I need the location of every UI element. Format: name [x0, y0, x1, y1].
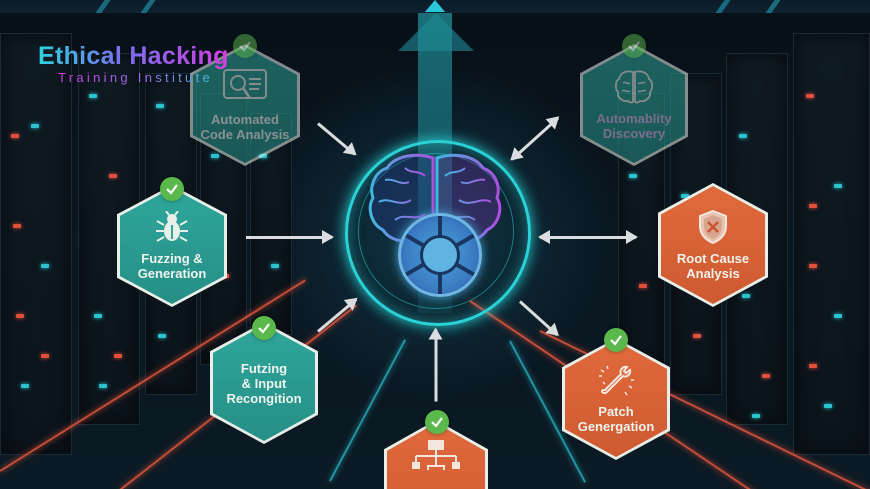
node-label: & Input [241, 375, 287, 391]
node-root-cause-analysis[interactable]: Root Cause Analysis [658, 183, 768, 307]
check-icon [233, 34, 257, 58]
node-futzing-input-recognition[interactable]: Futzing & Input Recongition [210, 322, 318, 444]
node-label: Fuzzing & [141, 251, 203, 266]
node-label: Analysis [686, 266, 740, 281]
node-label: Generation [137, 266, 207, 281]
check-icon [622, 34, 646, 58]
node-label: Discovery [602, 126, 666, 141]
code-search-icon [222, 69, 267, 99]
light-streak [715, 0, 731, 13]
hierarchy-icon [412, 440, 460, 470]
center-inner-ring [358, 153, 514, 309]
center-ring [345, 140, 531, 326]
light-streak [765, 0, 781, 13]
bug-icon [156, 211, 188, 242]
logo-subtitle: Training Institute [58, 70, 229, 86]
brand-logo: Ethical Hacking Training Institute [38, 42, 229, 86]
node-label: Genergation [577, 419, 655, 434]
node-patch-generation[interactable]: Patch Genergation [562, 338, 670, 460]
wrench-icon [598, 365, 634, 396]
node-label: Code Analysis [200, 127, 290, 142]
node-automability-discovery[interactable]: Automablity Discovery [580, 44, 688, 166]
node-label: Patch [598, 404, 634, 419]
node-label: Automated [211, 112, 279, 127]
up-arrow-icon [398, 13, 474, 51]
server-rack [0, 33, 72, 455]
arrow-to-center [246, 230, 334, 244]
bidirectional-arrow [538, 230, 638, 244]
node-automated-code-analysis[interactable]: Automated Code Analysis [190, 44, 300, 166]
check-icon [604, 328, 628, 352]
top-glow-triangle [425, 0, 445, 12]
node-label: Futzing [240, 360, 288, 376]
node-fuzzing-generation[interactable]: Fuzzing & Generation [117, 185, 227, 307]
ai-core-icon [398, 213, 482, 297]
check-icon [425, 410, 449, 434]
check-icon [252, 316, 276, 340]
node-label: Recongition [226, 390, 302, 406]
check-icon [160, 177, 184, 201]
light-streak [95, 0, 111, 13]
brain-icon [614, 70, 654, 104]
shield-x-icon [698, 209, 727, 245]
arrow-to-center [428, 327, 443, 402]
node-label: Root Cause [676, 251, 750, 266]
logo-title: Ethical Hacking [38, 42, 229, 70]
top-strip [0, 0, 870, 13]
node-label: Automablity [596, 111, 672, 126]
light-streak [140, 0, 156, 13]
server-rack [793, 33, 870, 455]
